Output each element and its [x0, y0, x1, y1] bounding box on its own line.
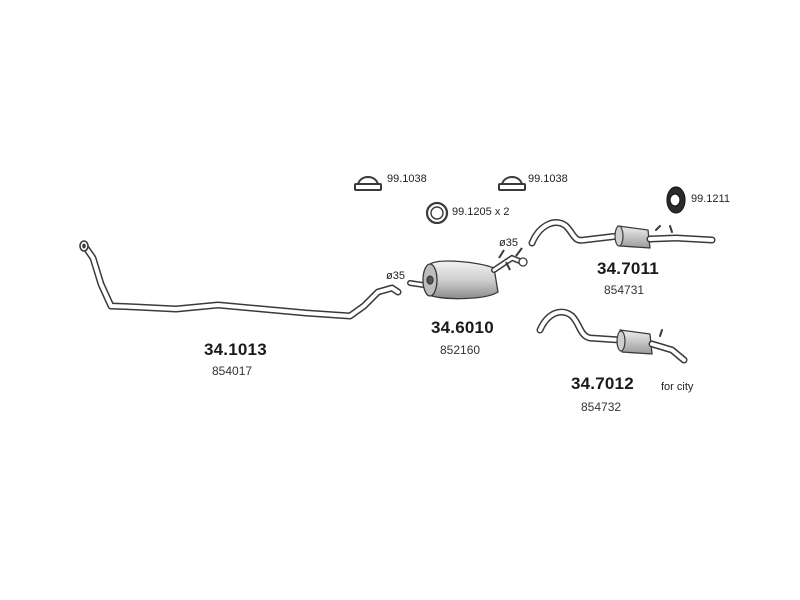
front-pipe-code: 34.1013: [204, 340, 267, 359]
hanger-code: 99.1211: [691, 193, 730, 205]
rear-muffler-city-oem: 854732: [581, 400, 622, 414]
gasket-icon: [425, 201, 449, 225]
rear-muffler-drawing: [528, 219, 716, 249]
rear-muffler-code: 34.7011: [597, 259, 659, 278]
rear-muffler-city-drawing: [536, 308, 688, 364]
clamp-right-icon: [498, 176, 526, 191]
clamp-left-icon: [354, 176, 382, 191]
rear-muffler-city-code: 34.7012: [571, 374, 634, 393]
center-muffler-oem: 852160: [440, 343, 481, 357]
front-pipe-oem: 854017: [212, 364, 253, 378]
front-pipe-drawing: [79, 240, 402, 320]
clamp-right-code: 99.1038: [528, 173, 568, 185]
clamp-left-code: 99.1038: [387, 173, 427, 185]
front-pipe-diameter: ø35: [386, 270, 405, 282]
rubber-hanger-icon: [666, 186, 686, 214]
center-muffler-drawing: [407, 247, 528, 300]
gasket-code: 99.1205 x 2: [452, 206, 510, 218]
rear-muffler-oem: 854731: [604, 283, 645, 297]
rear-muffler-city-note: for city: [661, 381, 694, 393]
center-muffler-diameter: ø35: [499, 237, 518, 249]
center-muffler-code: 34.6010: [431, 318, 494, 337]
